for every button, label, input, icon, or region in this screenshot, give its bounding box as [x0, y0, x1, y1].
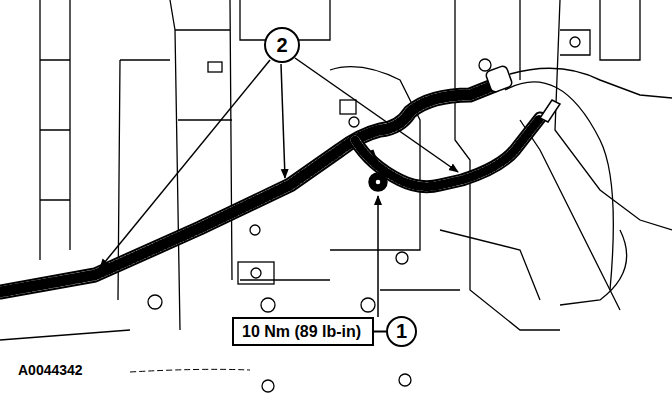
callout-text: 2: [276, 34, 287, 57]
callout-text: 1: [396, 320, 407, 343]
torque-box: 10 Nm (89 lb-in): [232, 317, 374, 346]
torque-value: 10 Nm (89 lb-in): [242, 323, 361, 340]
figure-code: A0044342: [16, 362, 85, 378]
callout-number: 1: [386, 316, 417, 347]
callout-connector: [374, 331, 386, 333]
callout-number: 2: [264, 27, 300, 63]
